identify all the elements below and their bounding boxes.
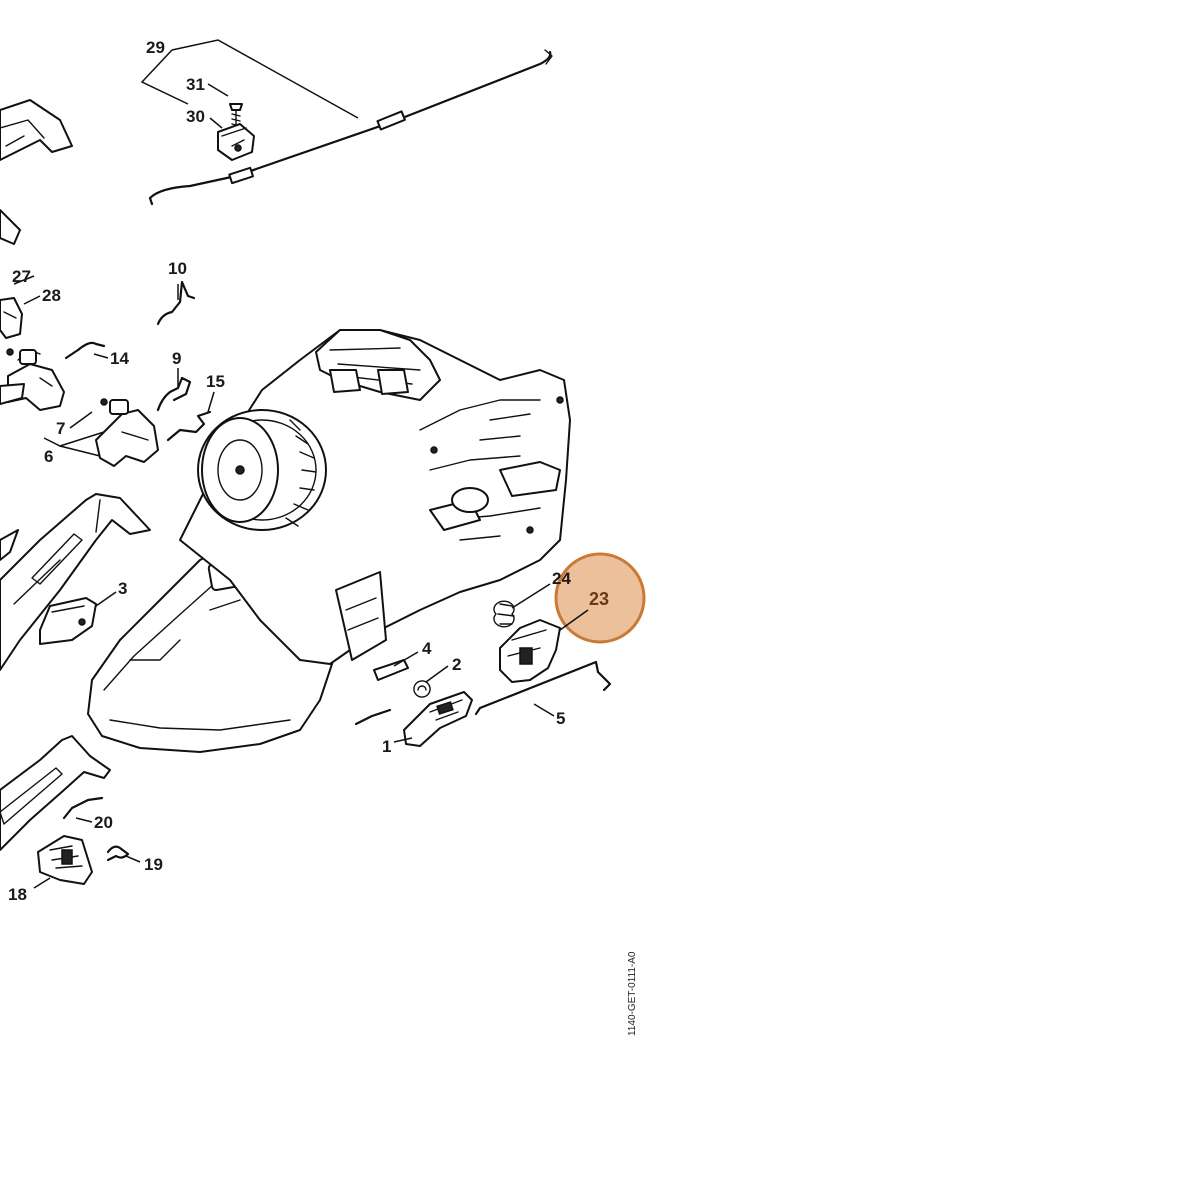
- leader-lines: [13, 39, 589, 889]
- spring-10: [156, 280, 196, 326]
- spring-9: [156, 376, 192, 412]
- handle-mid-left: [0, 209, 21, 245]
- callout-2: 2: [452, 655, 461, 674]
- highlight-circle-23: [554, 552, 646, 644]
- callout-labels: 29 31 30 10 27 28 14 9 15 7 6 3 4 2 1 5 …: [8, 38, 609, 904]
- callout-30: 30: [186, 107, 205, 126]
- callout-6: 6: [44, 447, 53, 466]
- callout-9: 9: [172, 349, 181, 368]
- callout-20: 20: [94, 813, 113, 832]
- engine-housing: [87, 329, 571, 753]
- callout-28: 28: [42, 286, 61, 305]
- callout-23: 23: [589, 589, 609, 609]
- document-code: 1140-GET-0111-A0: [627, 951, 638, 1036]
- callout-3: 3: [118, 579, 127, 598]
- lever-assembly-6: [95, 398, 159, 467]
- pin-4: [373, 659, 409, 681]
- callout-18: 18: [8, 885, 27, 904]
- callout-24: 24: [552, 569, 571, 588]
- screw-31: [229, 103, 243, 129]
- lever-assembly-27: [0, 348, 65, 411]
- spring-15: [166, 410, 212, 442]
- handle-upper-left: [0, 99, 73, 161]
- callout-7: 7: [56, 419, 65, 438]
- spring-clip-19: [106, 845, 130, 862]
- cable-clamp-30: [217, 123, 255, 161]
- callout-4: 4: [422, 639, 432, 658]
- spring-24: [493, 600, 515, 628]
- switch-assembly-18: [37, 835, 93, 885]
- switch-lever-28: [0, 297, 23, 339]
- callout-5: 5: [556, 709, 565, 728]
- callout-19: 19: [144, 855, 163, 874]
- hand-guard-left: [0, 529, 19, 561]
- throttle-rod-5: [474, 660, 612, 716]
- flywheel-fan: [197, 409, 327, 531]
- handle-bottom-left: [0, 735, 111, 851]
- callout-29: 29: [146, 38, 165, 57]
- spring-14: [64, 341, 106, 360]
- handle-lower-left: [0, 493, 151, 671]
- callout-1: 1: [382, 737, 391, 756]
- callout-31: 31: [186, 75, 205, 94]
- interlock-lever-23: [499, 619, 561, 683]
- callout-15: 15: [206, 372, 225, 391]
- callout-27: 27: [12, 267, 31, 286]
- callout-10: 10: [168, 259, 187, 278]
- throttle-trigger-1: [354, 691, 473, 747]
- spring-2: [413, 680, 431, 698]
- throttle-cable-assembly: [148, 49, 553, 206]
- switch-shaft-20: [62, 796, 104, 820]
- callout-14: 14: [110, 349, 129, 368]
- shroud-piece-3: [39, 597, 97, 645]
